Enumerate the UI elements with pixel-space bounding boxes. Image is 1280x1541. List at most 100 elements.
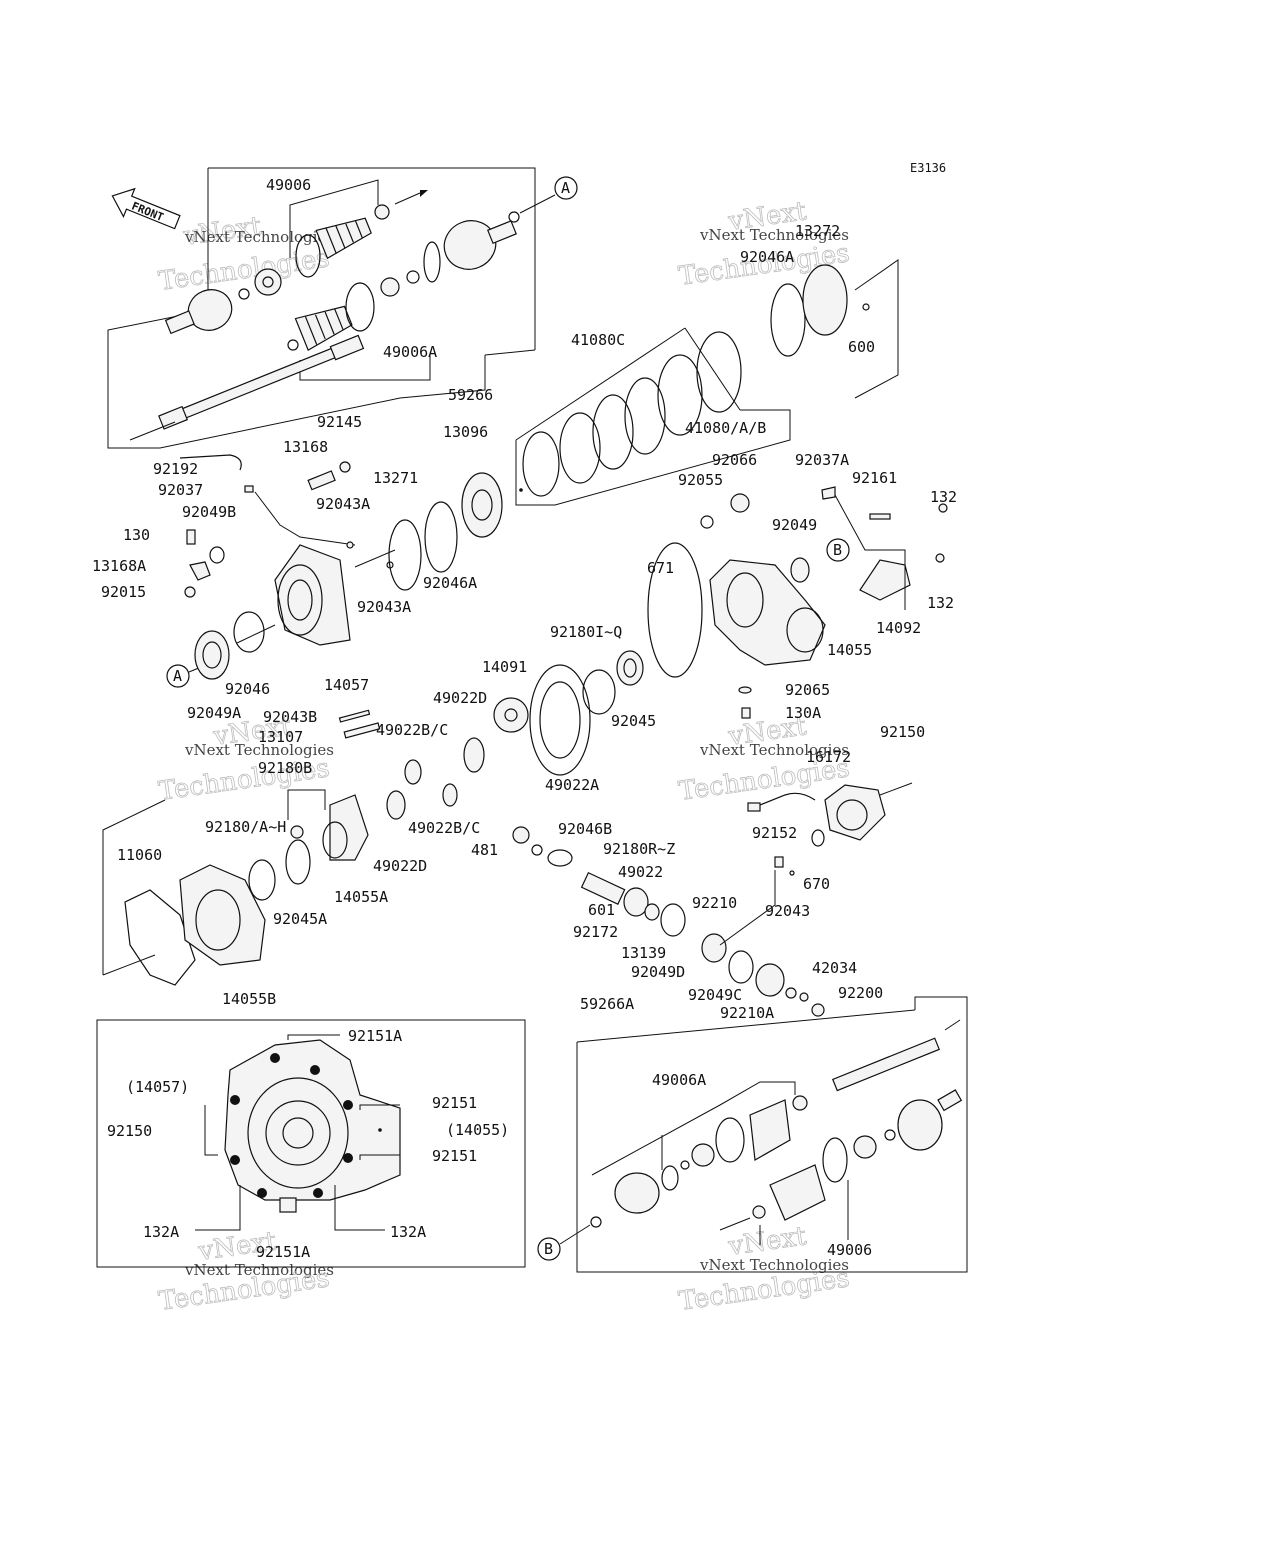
hardware-small [179,454,394,598]
part-number-label: 601 [588,901,615,919]
part-number-label: 92037 [158,481,203,499]
part-number-label: 49006A [652,1071,706,1089]
part-number-label: 92210 [692,894,737,912]
part-number-label: 92045 [611,712,656,730]
part-number-label: 16172 [806,748,851,766]
part-number-label: 42034 [812,959,857,977]
part-number-label: 14057 [324,676,369,694]
part-number-label: 132A [390,1223,426,1241]
watermark-caption-3: vNext Technologies [184,741,334,759]
part-number-label: 92049B [182,503,236,521]
housing-14057 [194,544,351,680]
part-number-label: 59266A [580,995,634,1013]
part-number-label: 41080/A/B [685,419,766,437]
part-number-label: 92180I~Q [550,623,622,641]
part-number-label: 600 [848,338,875,356]
part-number-label: 92046A [423,574,477,592]
part-number-label: 49006 [827,1241,872,1259]
part-number-label: 92045A [273,910,327,928]
callout-a-top-label: A [561,179,570,197]
part-number-label: 92200 [838,984,883,1002]
callout-b-bottom: B [537,1224,591,1261]
part-number-label: 670 [803,875,830,893]
part-number-label: 13168A [92,557,146,575]
part-number-label: 92043 [765,902,810,920]
part-number-label: 92043A [357,598,411,616]
drive-shaft-group-b [576,996,968,1273]
diagram-code: E3136 [910,161,946,175]
part-number-label: 49022A [545,776,599,794]
part-number-label: 92151 [432,1094,477,1112]
part-number-label: 92049C [688,986,742,1004]
clutch-pack [515,327,791,506]
part-number-labels: 4900649006A5926641080C41080/A/B132729204… [92,176,957,1261]
part-number-label: 92192 [153,460,198,478]
watermark-caption-5: vNext Technologies [184,1261,334,1279]
callout-b-mid-label: B [833,541,842,559]
part-number-label: (14055) [446,1121,509,1139]
part-number-label: 92043B [263,708,317,726]
part-number-label: 92152 [752,824,797,842]
part-number-label: 13139 [621,944,666,962]
thrust-rings [354,472,503,591]
differential-parts [248,650,644,901]
part-number-label: 13107 [258,728,303,746]
pinion-parts [512,826,825,1017]
part-number-label: 92055 [678,471,723,489]
part-number-label: 92172 [573,923,618,941]
cover-14055b [102,799,266,986]
part-number-label: 481 [471,841,498,859]
part-number-label: 132A [143,1223,179,1241]
part-number-label: 59266 [448,386,493,404]
part-number-label: 132 [927,594,954,612]
part-number-label: 92046 [225,680,270,698]
part-number-label: 49006 [266,176,311,194]
part-number-label: 11060 [117,846,162,864]
part-number-label: 92161 [852,469,897,487]
part-number-label: 671 [647,559,674,577]
part-number-label: 92049 [772,516,817,534]
callout-a-mid-label: A [173,667,182,685]
part-number-label: 92145 [317,413,362,431]
part-number-label: 92049A [187,704,241,722]
part-number-label: 92043A [316,495,370,513]
part-number-label: 49022B/C [408,819,480,837]
part-number-label: 14055A [334,888,388,906]
part-number-label: 92210A [720,1004,774,1022]
watermark-caption-1: vNext Technologies [184,228,334,246]
watermark-caption-2: vNext Technologies [699,226,849,244]
part-number-label: 14092 [876,619,921,637]
housing-14055 [647,486,948,719]
part-number-label: 13168 [283,438,328,456]
part-number-label: 92037A [795,451,849,469]
part-number-label: 92151 [432,1147,477,1165]
part-number-label: 92180R~Z [603,840,675,858]
part-number-label: 14055B [222,990,276,1008]
part-number-label: 92150 [880,723,925,741]
part-number-label: 132 [930,488,957,506]
part-number-label: 92151A [348,1027,402,1045]
part-number-label: 130 [123,526,150,544]
bearing-cover-group [770,259,899,399]
part-number-label: 49022B/C [376,721,448,739]
part-number-label: 92150 [107,1122,152,1140]
part-number-label: 92046B [558,820,612,838]
callout-b-mid: B [826,538,850,562]
part-number-label: 92180/A~H [205,818,286,836]
part-number-label: 49022 [618,863,663,881]
drive-shaft-group [107,167,556,449]
part-number-label: 49022D [433,689,487,707]
part-number-label: 49006A [383,343,437,361]
part-number-label: 13096 [443,423,488,441]
actuator-16172 [747,782,913,847]
front-arrow-icon: FRONT [111,187,181,230]
assembled-housing-view [96,1019,526,1268]
watermark-caption-6: vNext Technologies [699,1256,849,1274]
part-number-label: 49022D [373,857,427,875]
part-number-label: (14057) [126,1078,189,1096]
callout-b-bottom-label: B [544,1240,553,1258]
callout-a-top: A [554,176,578,200]
watermark-caption-4: vNext Technologies [699,741,849,759]
